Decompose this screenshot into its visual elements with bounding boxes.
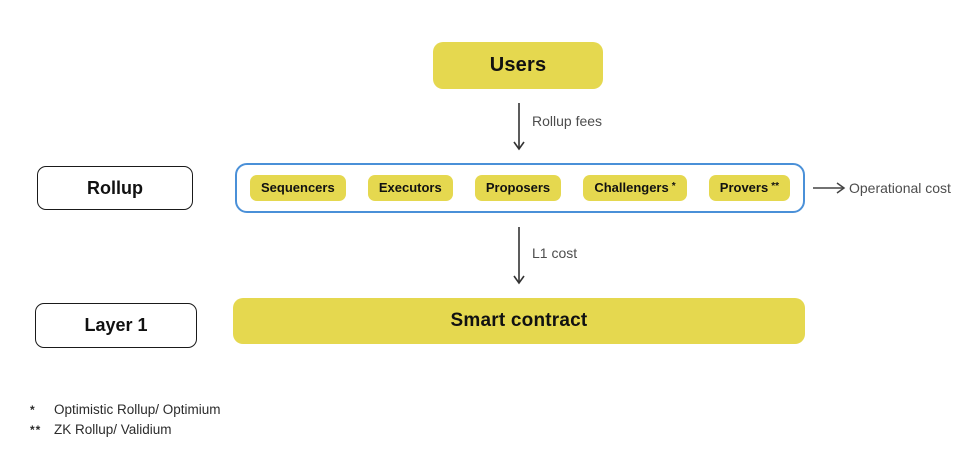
footnote-text: ZK Rollup/ Validium	[54, 422, 172, 437]
actor-chip-label: Proposers	[485, 179, 551, 195]
l1-cost-arrow-icon	[513, 227, 525, 285]
footnote-optimistic: * Optimistic Rollup/ Optimium	[30, 402, 221, 417]
actor-chip-challengers: Challengers*	[583, 174, 687, 202]
footnote-text: Optimistic Rollup/ Optimium	[54, 402, 221, 417]
users-box: Users	[433, 42, 603, 89]
smart-contract-label: Smart contract	[450, 310, 588, 331]
actor-chip-label: Executors	[378, 179, 442, 195]
rollup-layer-label: Rollup	[87, 177, 143, 198]
actor-chip-proposers: Proposers	[474, 174, 562, 202]
footnote-marker: *	[671, 180, 676, 192]
footnote-marker: **	[30, 423, 42, 437]
operational-cost-label: Operational cost	[849, 180, 951, 196]
rollup-fees-label: Rollup fees	[532, 113, 603, 129]
rollup-fees-arrow-icon	[513, 103, 525, 151]
actor-chip-provers: Provers**	[708, 174, 790, 202]
l1-cost-label: L1 cost	[532, 245, 578, 261]
users-label: Users	[489, 54, 547, 76]
operational-cost-arrow-icon	[813, 182, 846, 194]
rollup-layer-label-box: Rollup	[37, 166, 193, 210]
actor-chip-label: Provers	[719, 179, 769, 195]
actor-chip-label: Challengers	[594, 179, 669, 195]
layer1-label-box: Layer 1	[35, 303, 197, 348]
footnote-marker: *	[30, 403, 36, 417]
smart-contract-box: Smart contract	[233, 298, 805, 344]
layer1-label: Layer 1	[84, 315, 148, 335]
actor-chip-label: Sequencers	[261, 179, 335, 195]
footnote-marker: **	[771, 180, 779, 192]
rollup-actors-container: Sequencers Executors Proposers Challenge…	[235, 163, 805, 213]
footnotes: * Optimistic Rollup/ Optimium ** ZK Roll…	[30, 402, 221, 442]
actor-chip-executors: Executors	[367, 174, 453, 202]
footnote-zk: ** ZK Rollup/ Validium	[30, 422, 221, 437]
actor-chip-sequencers: Sequencers	[250, 174, 346, 202]
